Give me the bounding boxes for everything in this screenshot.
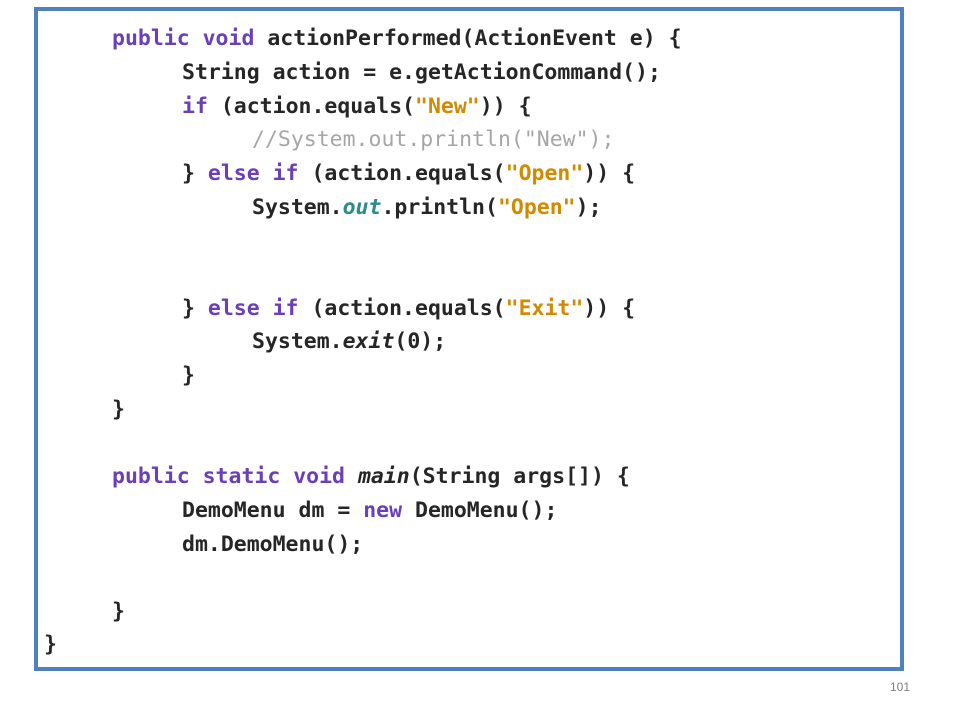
- code-line: }: [112, 598, 125, 626]
- code-token: public void: [112, 26, 268, 51]
- code-token: }: [112, 397, 125, 422]
- code-token: DemoMenu dm =: [182, 498, 364, 523]
- code-token: "New": [415, 94, 480, 119]
- code-line: System.out.println("Open");: [252, 194, 602, 222]
- code-token: dm.DemoMenu();: [182, 532, 364, 557]
- code-token: "Exit": [505, 296, 584, 321]
- code-token: actionPerformed(ActionEvent e) {: [267, 26, 682, 51]
- code-line: System.exit(0);: [252, 328, 446, 356]
- code-token: }: [112, 599, 125, 624]
- code-token: )) {: [583, 296, 636, 321]
- code-token: exit: [342, 329, 395, 354]
- code-line: String action = e.getActionCommand();: [182, 59, 661, 87]
- code-token: DemoMenu();: [415, 498, 558, 523]
- code-token: )) {: [583, 161, 636, 186]
- code-token: (action.equals(: [311, 296, 506, 321]
- code-token: System.: [252, 195, 343, 220]
- code-token: //System.out.println("New");: [252, 127, 615, 152]
- code-token: String action = e.getActionCommand();: [182, 60, 661, 85]
- code-token: )) {: [479, 94, 532, 119]
- code-token: }: [182, 161, 208, 186]
- code-token: }: [182, 363, 195, 388]
- code-line: public static void main(String args[]) {: [112, 463, 630, 491]
- code-token: (String args[]) {: [409, 464, 630, 489]
- code-line: }: [44, 631, 57, 659]
- code-token: "Open": [505, 161, 584, 186]
- code-token: main: [357, 464, 410, 489]
- code-token: if: [182, 94, 221, 119]
- code-line: dm.DemoMenu();: [182, 531, 363, 559]
- code-token: else if: [207, 296, 312, 321]
- code-line: //System.out.println("New");: [252, 126, 614, 154]
- code-token: out: [342, 195, 382, 220]
- code-line: } else if (action.equals("Exit")) {: [182, 295, 635, 323]
- code-token: "Open": [497, 195, 576, 220]
- page-number: 101: [889, 680, 910, 694]
- code-token: new: [363, 498, 415, 523]
- code-token: .println(: [381, 195, 498, 220]
- code-token: System.: [252, 329, 343, 354]
- code-token: }: [44, 632, 57, 657]
- code-token: public static void: [112, 464, 358, 489]
- code-line: public void actionPerformed(ActionEvent …: [112, 25, 682, 53]
- code-token: (0);: [394, 329, 447, 354]
- code-line: }: [112, 396, 125, 424]
- code-token: }: [182, 296, 208, 321]
- code-line: DemoMenu dm = new DemoMenu();: [182, 497, 557, 525]
- code-line: if (action.equals("New")) {: [182, 93, 532, 121]
- code-token: );: [575, 195, 602, 220]
- code-token: (action.equals(: [220, 94, 416, 119]
- code-line: } else if (action.equals("Open")) {: [182, 160, 635, 188]
- code-token: (action.equals(: [311, 161, 506, 186]
- code-line: }: [182, 362, 195, 390]
- code-screenshot-frame: public void actionPerformed(ActionEvent …: [34, 7, 904, 671]
- code-token: else if: [207, 161, 312, 186]
